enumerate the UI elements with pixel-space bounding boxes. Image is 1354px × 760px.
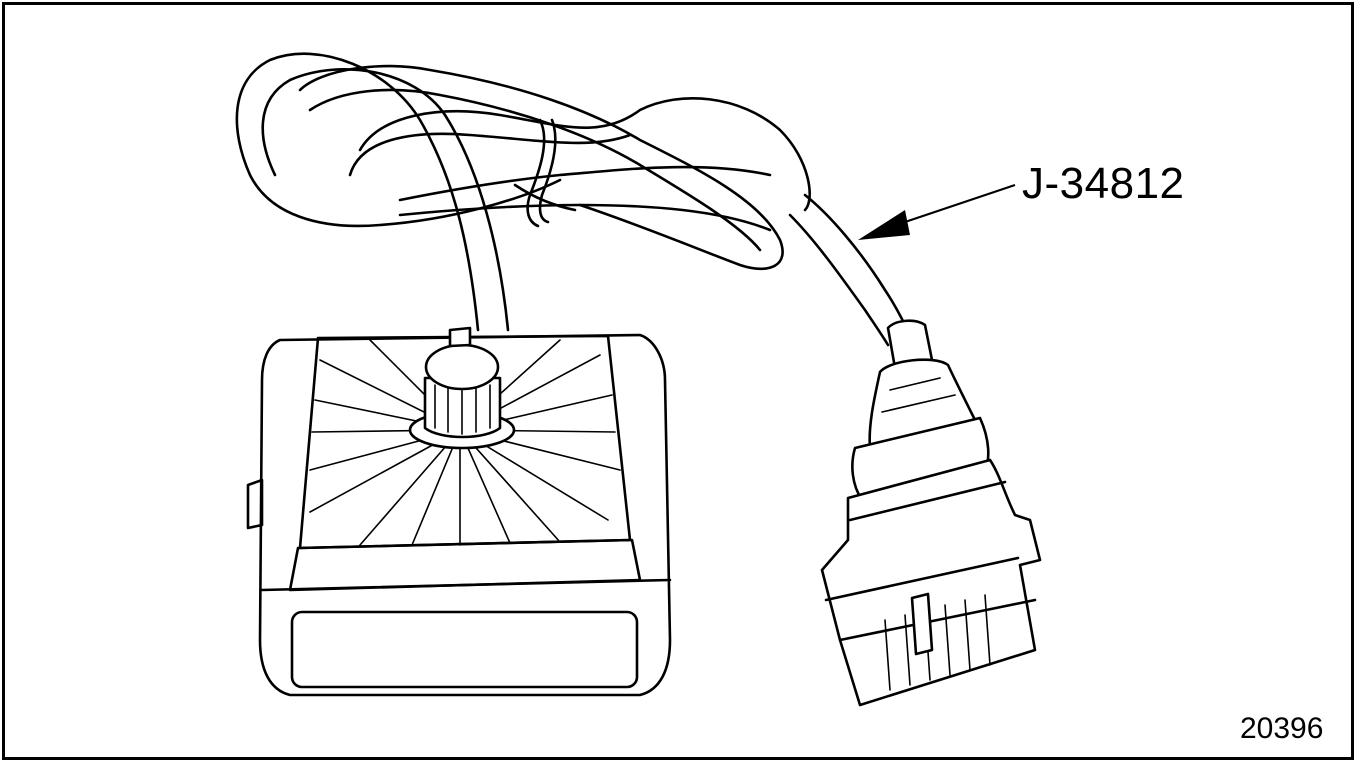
figure-number: 20396 [1240,712,1324,745]
knob-icon [408,326,516,450]
connector-icon [820,319,1042,707]
cable-icon [235,52,907,347]
arrow-icon [858,183,1016,240]
part-label: J-34812 [1022,159,1185,208]
